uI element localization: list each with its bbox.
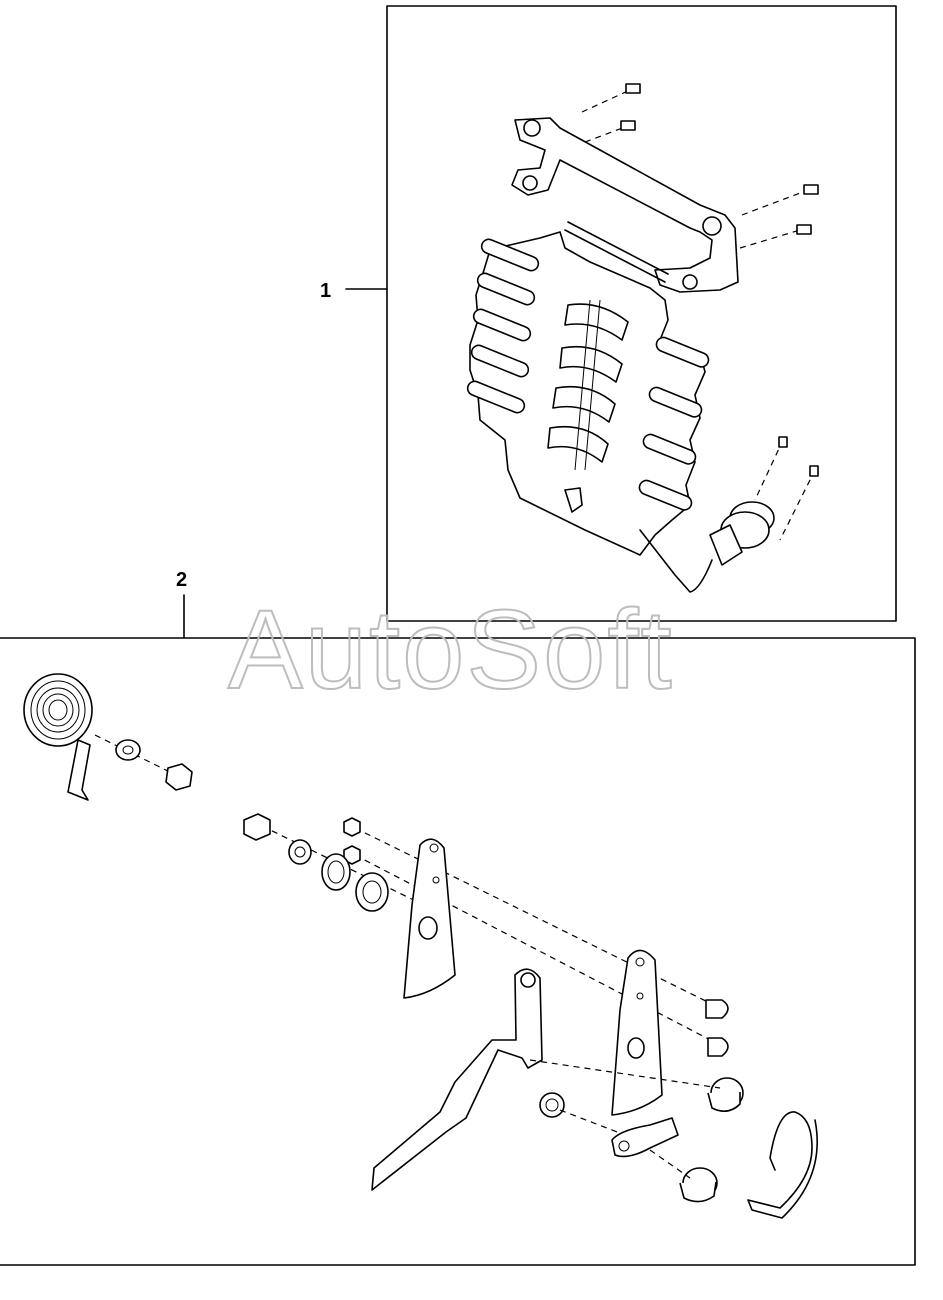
- clevis-pin: [707, 1037, 729, 1057]
- small-nut: [343, 817, 361, 837]
- bracket-hole: [682, 274, 698, 290]
- center-slats: [547, 299, 629, 471]
- left-slots: [466, 238, 540, 414]
- hex-nut: [243, 813, 271, 841]
- bracket-hole: [523, 119, 541, 137]
- bushing-small: [539, 1092, 565, 1118]
- lever-plate-right: [611, 949, 663, 1116]
- seat-switch: [639, 436, 819, 593]
- hairpin-clip: [747, 1111, 818, 1219]
- bolts-top: [581, 83, 819, 249]
- coil-spring: [23, 673, 93, 801]
- pedal-arm: [371, 968, 543, 1191]
- washer: [321, 853, 351, 891]
- bracket-hole: [522, 175, 538, 191]
- washer: [288, 839, 312, 865]
- bracket-hole: [702, 216, 722, 236]
- clevis-pin: [705, 999, 729, 1019]
- cross-rod: [564, 229, 666, 283]
- assembly-2-frame: [0, 637, 916, 1266]
- hex-nut: [165, 763, 193, 791]
- latch: [564, 487, 583, 513]
- callout-2-label: 2: [176, 569, 187, 591]
- watermark: AutoSoft: [228, 587, 674, 712]
- pedal-linkage-assembly: [23, 673, 818, 1219]
- assembly-1-frame: [386, 5, 897, 622]
- seat-plate-assembly: [466, 83, 819, 593]
- right-slots: [638, 336, 710, 511]
- washer: [115, 739, 141, 761]
- callout-1-label: 1: [320, 280, 331, 302]
- top-bracket: [511, 117, 739, 293]
- washer: [355, 872, 389, 912]
